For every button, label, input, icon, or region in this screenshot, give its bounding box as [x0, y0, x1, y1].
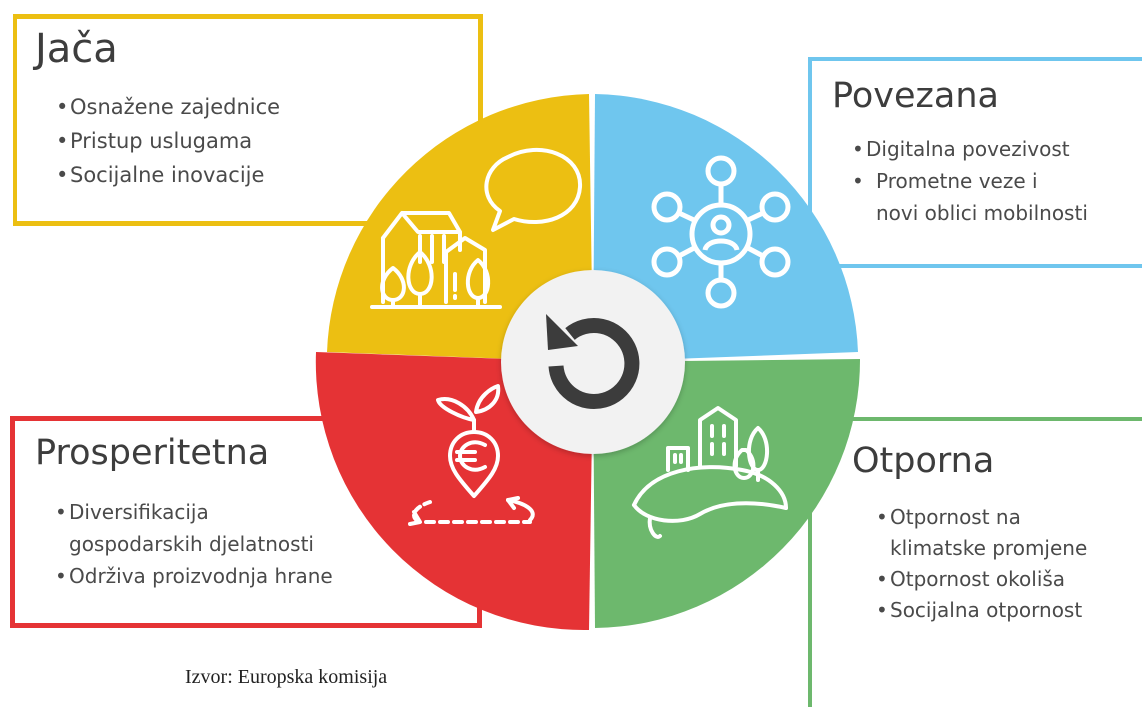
list-item: •Održiva proizvodnja hrane	[55, 564, 333, 588]
resilient-frame	[808, 417, 1142, 707]
resilient-title: Otporna	[852, 441, 995, 481]
list-item: klimatske promjene	[890, 536, 1088, 560]
resilient-quadrant	[593, 359, 861, 628]
resilient-list: •Otpornost na klimatske promjene •Otporn…	[876, 502, 1087, 626]
cycle-arrow-icon	[546, 314, 640, 409]
strong-quadrant	[327, 94, 593, 362]
hub	[501, 270, 685, 454]
euro-sprout-icon	[408, 384, 535, 526]
list-item: •Diversifikacija	[55, 500, 209, 524]
list-item: •Prometne veze i	[852, 169, 1038, 193]
list-item: •Digitalna povezivost	[852, 137, 1070, 161]
prosperous-title: Prosperitetna	[35, 433, 270, 473]
list-item: •Osnažene zajednice	[56, 95, 281, 119]
connected-title: Povezana	[832, 76, 999, 116]
source-caption: Izvor: Europska komisija	[185, 666, 388, 688]
list-item: •Socijalne inovacije	[56, 163, 265, 187]
list-item: •Socijalna otpornost	[876, 598, 1083, 622]
strong-list: •Osnažene zajednice •Pristup uslugama •S…	[56, 90, 280, 192]
cycle-wheel	[315, 94, 861, 631]
list-item: •Pristup uslugama	[56, 129, 253, 153]
connected-list: •Digitalna povezivost •Prometne veze i n…	[852, 133, 1088, 229]
connected-quadrant	[593, 94, 858, 362]
list-item: •Otpornost okoliša	[876, 567, 1066, 591]
prosperous-list: •Diversifikacija gospodarskih djelatnost…	[55, 496, 333, 592]
list-item: •Otpornost na	[876, 505, 1021, 529]
list-item: novi oblici mobilnosti	[876, 201, 1088, 225]
network-person-icon	[651, 155, 791, 309]
village-speech-bubble-icon	[370, 147, 583, 309]
strong-title: Jača	[35, 26, 118, 72]
connected-frame	[808, 57, 1142, 268]
town-hill-leaf-icon	[632, 406, 788, 539]
list-item: gospodarskih djelatnosti	[69, 532, 314, 556]
